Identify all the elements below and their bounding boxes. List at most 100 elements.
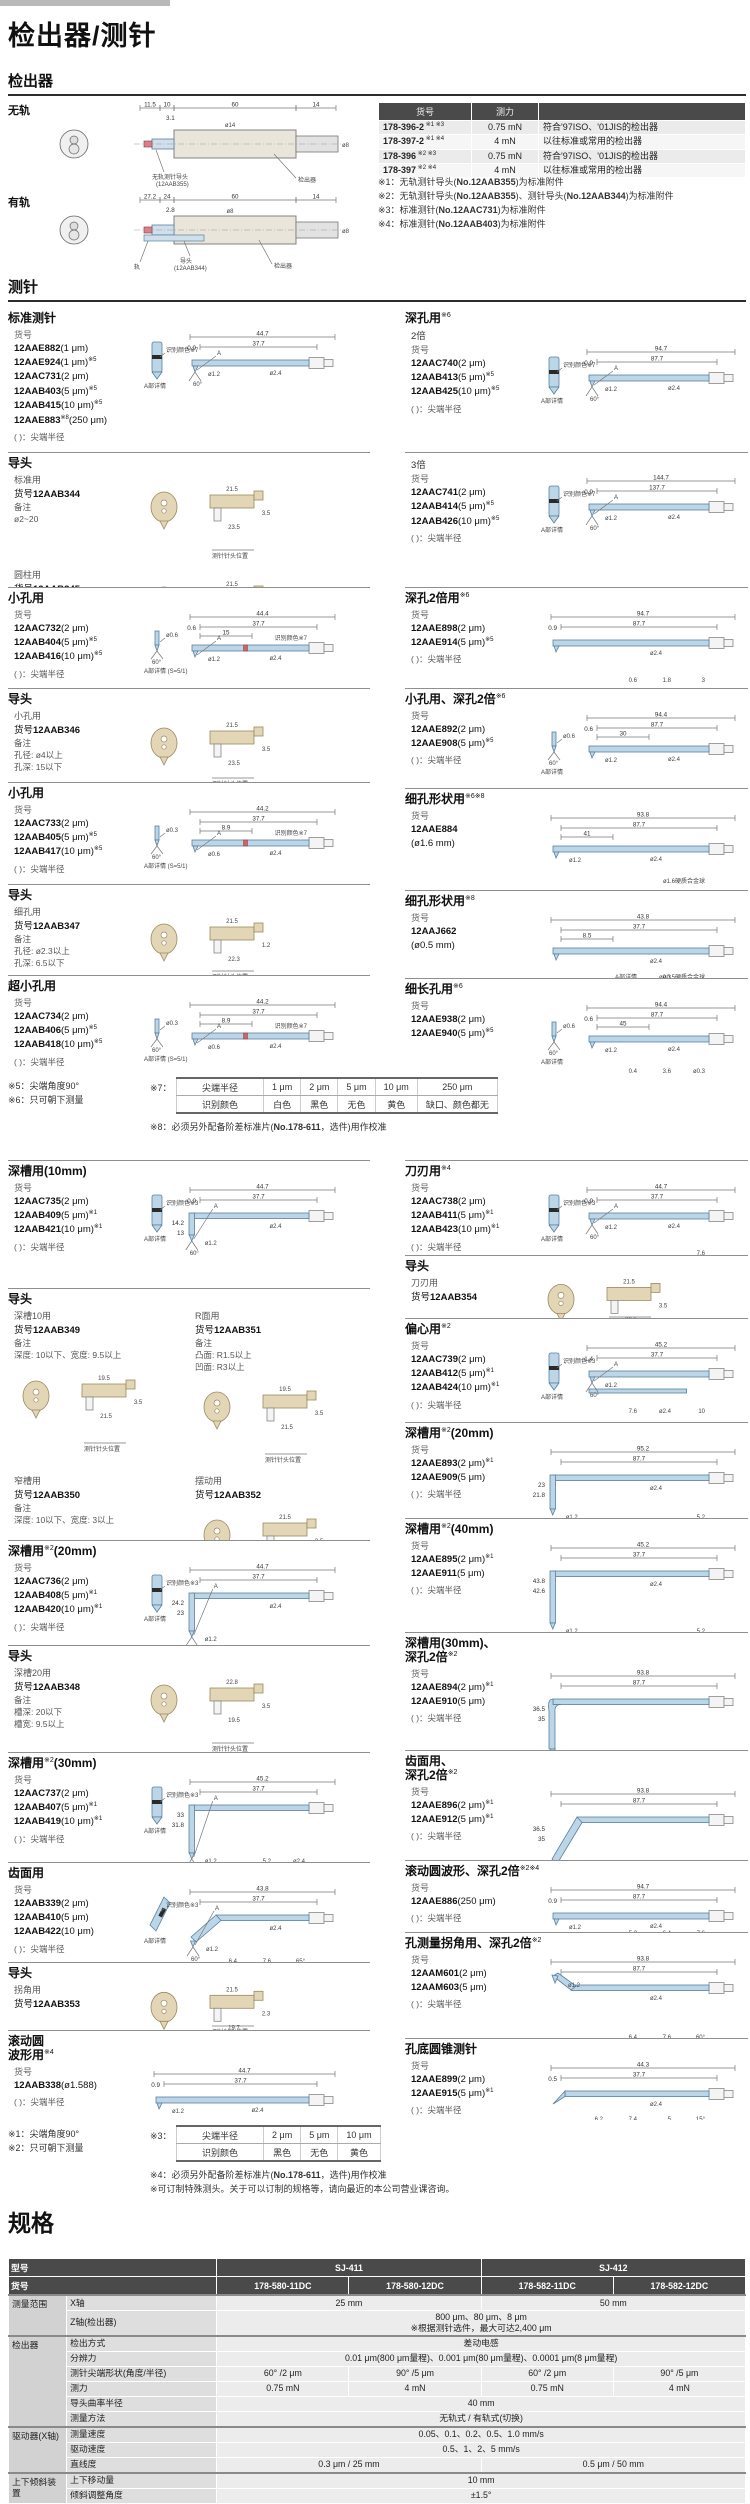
color-code-cell: 1 μm [264,1078,301,1096]
footnote-below: ※4：必须另外配备阶差标准片(No.178-611，选件)用作校准※可订制特殊测… [150,2169,455,2196]
svg-text:A: A [217,1024,221,1030]
svg-text:ø2.4: ø2.4 [650,1996,663,2002]
rail-label: 有轨 [8,194,30,210]
guide-text: 刀刃用货号12AAB354 [405,1276,533,1303]
svg-text:60°: 60° [152,1048,162,1054]
svg-text:A部详情: A部详情 [541,1058,563,1066]
svg-text:87.7: 87.7 [651,1011,664,1018]
svg-text:6.2: 6.2 [595,2117,604,2120]
spec-row: 检出器检出方式差动电感 [9,2336,746,2352]
product-code: 12AAC738(2 μm) [411,1195,533,1209]
spec-row: Z轴(检出器)800 μm、80 μm、8 μm ※根据测针选件，最大可达2,4… [9,2311,746,2336]
product-code: 12AAB418(10 μm)※5 [14,1038,136,1052]
guide-use-label: 摆动用 [195,1474,370,1487]
svg-text:22.3: 22.3 [228,957,240,963]
svg-text:ø1.2: ø1.2 [605,758,618,764]
guide-code: 货号12AAB350 [14,1487,189,1501]
svg-text:A部详情 (S=5/1): A部详情 (S=5/1) [144,862,188,870]
rule [8,300,746,302]
svg-text:ø1.2: ø1.2 [569,1925,582,1931]
product-code: 12AAE938(2 μm) [411,1013,533,1027]
product-code: 12AAB422(10 μm) [14,1925,136,1939]
code-list-label: 货号 [411,1181,533,1194]
svg-text:0.9: 0.9 [548,1898,557,1905]
svg-text:21.5: 21.5 [281,1425,293,1431]
svg-text:93.8: 93.8 [637,1787,650,1794]
svg-text:识别颜色※3: 识别颜色※3 [563,1357,596,1365]
svg-text:60°: 60° [549,761,559,767]
svg-text:ø2.4: ø2.4 [650,1486,663,1492]
svg-text:60: 60 [231,194,239,201]
section-sub-label: 2倍 [411,328,748,342]
svg-text:ø1.2: ø1.2 [569,858,582,864]
svg-text:60°: 60° [152,660,162,666]
tip-radius-note: ( )：尖端半径 [14,863,136,875]
product-code: 12AAC736(2 μm) [14,1575,136,1589]
spec-value-cell: 差动电感 [217,2336,746,2352]
product-code: 12AAC734(2 μm) [14,1010,136,1024]
detector-force-cell: 4 mN [472,135,539,149]
product-code: 12AAC731(2 μm) [14,370,136,384]
svg-text:ø0.3: ø0.3 [166,1021,179,1027]
color-code-cell: 识别颜色 [177,2144,264,2162]
svg-text:87.7: 87.7 [633,1679,646,1686]
svg-text:21.5: 21.5 [226,1987,238,1993]
svg-text:A部详情: A部详情 [144,382,166,390]
svg-text:60°: 60° [590,1393,600,1399]
stylus-diagram: 94.787.70.9ø1.2ø2.47.66.45.2 [533,1881,748,1932]
footnote-table-label: ※7： [150,1081,172,1094]
detector-heading: 检出器 [8,70,53,91]
svg-text:21.8: 21.8 [533,1492,545,1499]
svg-text:94.7: 94.7 [637,1883,650,1890]
svg-text:87.7: 87.7 [633,1893,646,1900]
svg-text:43.8: 43.8 [256,1885,269,1892]
svg-text:37.7: 37.7 [252,620,265,627]
spec-value-cell: 0.5、1、2、5 mm/s [217,2442,746,2457]
spec-label-cell: 测针尖端形状(角度/半径) [67,2366,217,2381]
detector-table-header [539,103,746,121]
section-title: 齿面用、深孔2倍※2 [405,1755,748,1783]
svg-text:3.5: 3.5 [315,1411,324,1417]
svg-text:44.7: 44.7 [256,1563,269,1570]
svg-text:3.5: 3.5 [134,1400,143,1406]
svg-text:0.5: 0.5 [548,2076,557,2083]
tip-radius-note: ( )：尖端半径 [411,1399,533,1411]
svg-text:ø0.6: ø0.6 [208,1045,221,1051]
product-code: 12AAB415(10 μm)※5 [14,399,136,413]
product-code: 12AAB339(2 μm) [14,1897,136,1911]
color-code-cell: 250 μm [417,1078,497,1096]
tip-radius-note: ( )：尖端半径 [411,1998,533,2010]
product-code: 12AAB414(5 μm)※5 [411,500,533,514]
color-code-cell: 无色 [338,1096,375,1114]
code-list-label: 货号 [411,1785,533,1798]
svg-text:3: 3 [702,678,706,684]
color-code-cell: 黄色 [338,2144,380,2162]
svg-text:ø2.4: ø2.4 [650,1582,663,1588]
code-list-label: 货号 [14,1181,136,1194]
guide-code: 货号12AAB346 [14,722,136,736]
guide-use-label: 深槽10用 [14,1309,189,1322]
